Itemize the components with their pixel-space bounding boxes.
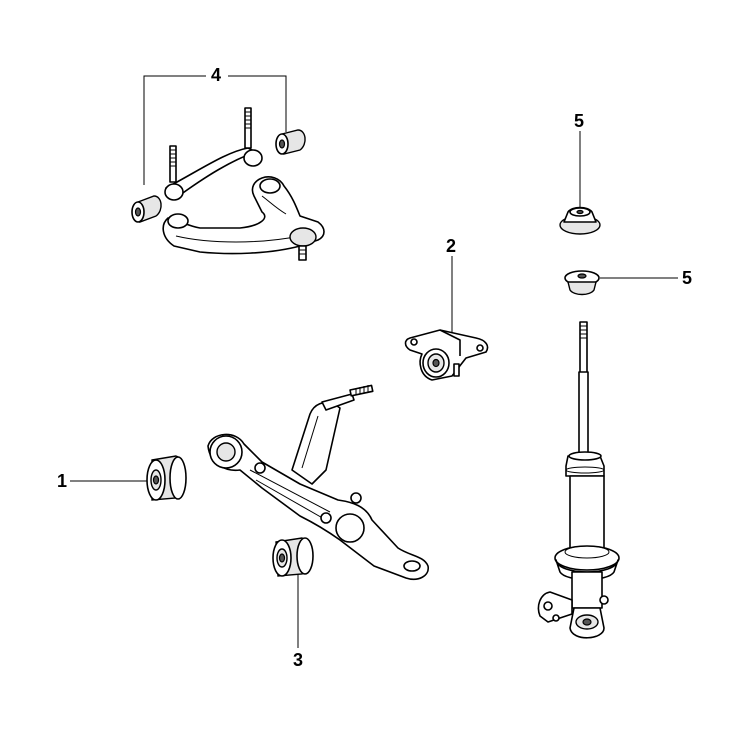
strut-mount-rubber-bottom [564, 270, 600, 296]
leader-4 [143, 75, 206, 185]
lower-arm-bushing-3 [272, 537, 314, 577]
lower-arm-bushing-1 [146, 455, 187, 501]
upper-arm-bushing-left [131, 195, 162, 223]
leader-4b [228, 75, 287, 132]
upper-control-arm [162, 176, 325, 255]
callout-3: 3 [293, 650, 304, 670]
strut-mount-rubber-top [559, 206, 601, 235]
callout-5-top: 5 [574, 111, 585, 131]
upper-arm-assembly [131, 107, 325, 261]
lower-control-arm [207, 384, 429, 581]
callout-1: 1 [57, 471, 68, 491]
upper-arm-bushing-right [275, 129, 306, 155]
callout-2: 2 [446, 236, 457, 256]
leader-lines [70, 75, 678, 648]
callout-4: 4 [211, 65, 222, 85]
shock-absorber [537, 321, 620, 639]
callout-5-right: 5 [682, 268, 693, 288]
compliance-bushing-bracket [404, 329, 489, 381]
